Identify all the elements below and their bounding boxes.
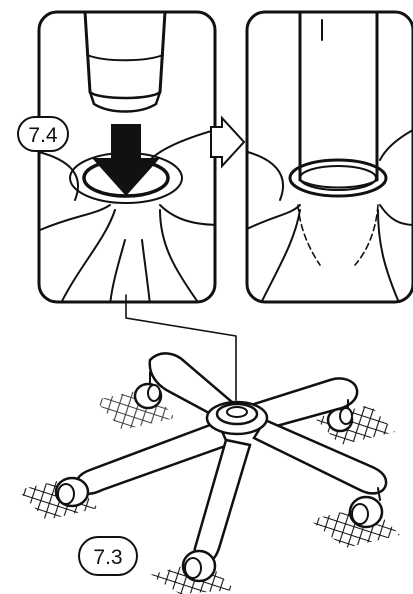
arrow-down-icon bbox=[92, 124, 160, 196]
step-label-7-4: 7.4 bbox=[28, 124, 58, 147]
chair-base bbox=[18, 352, 400, 594]
caster-front bbox=[181, 549, 217, 583]
caster-front-right bbox=[348, 487, 384, 529]
caster-front-left bbox=[54, 476, 90, 508]
detail-panel-insert: 7.4 bbox=[17, 10, 217, 304]
caster-back-right bbox=[326, 399, 354, 433]
leader-line bbox=[125, 294, 237, 401]
step-badge-7-3: 7.3 bbox=[78, 536, 138, 576]
step-label-7-3: 7.3 bbox=[93, 546, 122, 569]
hub-socket bbox=[226, 406, 248, 418]
detail-panel-inserted bbox=[245, 10, 413, 304]
arrow-right-icon bbox=[210, 115, 246, 169]
caster-back-left bbox=[133, 371, 163, 410]
